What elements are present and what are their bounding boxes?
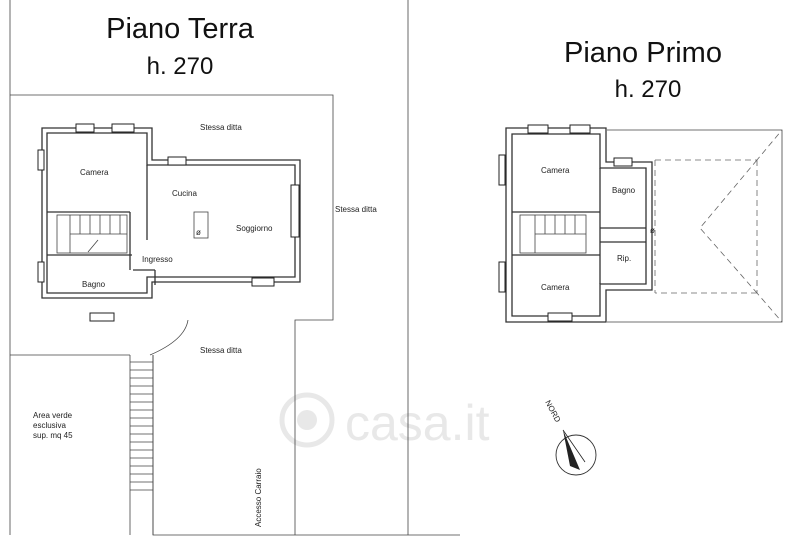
window-icon <box>111 123 135 133</box>
compass-label: NORD <box>543 399 562 424</box>
window-icon <box>75 123 95 133</box>
window-icon <box>527 124 549 134</box>
room-label-camera-bottom: Camera <box>541 283 570 292</box>
first-floor-title: Piano Primo <box>564 37 722 69</box>
ground-floor-title: Piano Terra <box>106 13 255 45</box>
neighbor-label-bottom: Stessa ditta <box>200 346 242 355</box>
window-icon <box>569 124 591 134</box>
first-floor-height: h. 270 <box>615 76 682 103</box>
garden-label-line2: esclusiva <box>33 421 66 430</box>
driveway-label: Accesso Carraio <box>254 468 263 527</box>
neighbor-label-right: Stessa ditta <box>335 205 377 214</box>
watermark: casa.it <box>279 392 490 451</box>
room-label-ingresso: Ingresso <box>142 255 173 264</box>
ground-floor-plan: Camera Cucina Soggiorno Ingresso Bagno ø… <box>9 0 460 536</box>
window-icon <box>37 149 45 171</box>
window-icon <box>498 261 506 293</box>
room-label-camera: Camera <box>80 168 109 177</box>
internal-stair-ground <box>56 214 128 254</box>
external-stair <box>130 361 153 491</box>
window-icon <box>89 312 115 322</box>
window-icon <box>613 157 633 167</box>
neighbor-label-top: Stessa ditta <box>200 123 242 132</box>
window-icon <box>547 312 573 322</box>
room-label-soggiorno: Soggiorno <box>236 224 273 233</box>
room-label-bagno: Bagno <box>82 280 106 289</box>
room-label-camera-top: Camera <box>541 166 570 175</box>
first-floor-plan: Camera Bagno Rip. Camera ø <box>498 124 783 323</box>
garden-label-line3: sup. mq 45 <box>33 431 73 440</box>
window-icon <box>498 154 506 186</box>
room-label-cucina: Cucina <box>172 189 197 198</box>
window-icon <box>167 156 187 166</box>
flue-mark: ø <box>196 228 201 237</box>
ground-floor-height: h. 270 <box>147 53 214 80</box>
flue-mark-first: ø <box>650 226 655 235</box>
internal-stair-first <box>519 214 587 254</box>
north-compass-icon: NORD <box>543 399 597 476</box>
watermark-text: casa.it <box>345 395 490 451</box>
room-label-ripostiglio: Rip. <box>617 254 631 263</box>
room-label-bagno-first: Bagno <box>612 186 636 195</box>
window-icon <box>251 277 275 287</box>
window-icon <box>37 261 45 283</box>
garden-label-line1: Area verde <box>33 411 73 420</box>
window-icon <box>290 184 300 238</box>
